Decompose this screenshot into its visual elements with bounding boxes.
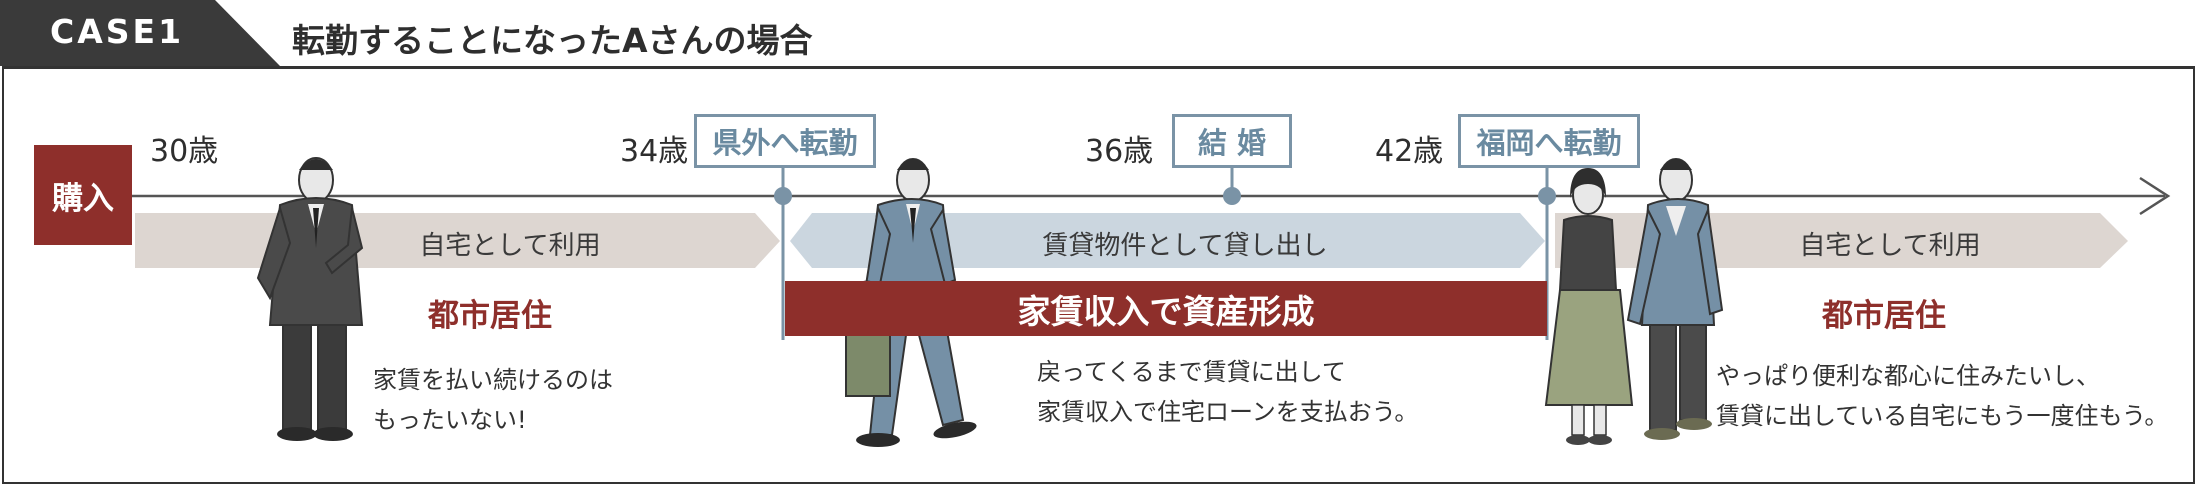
phase2-line1: 戻ってくるまで賃貸に出して: [1037, 358, 1346, 386]
event-transfer-out: 県外へ転勤: [694, 114, 876, 168]
band-own-use-2-label: 自宅として利用: [1799, 231, 1981, 261]
diagram-frame: [2, 66, 2195, 484]
marker-dot-42: [1538, 187, 1556, 205]
event-transfer-fukuoka: 福岡へ転勤: [1458, 114, 1640, 168]
age-42: 42歳: [1375, 134, 1444, 169]
marker-dot-34: [774, 187, 792, 205]
income-bar: 家賃収入で資産形成: [785, 281, 1547, 336]
phase3-line1: やっぱり便利な都心に住みたいし、: [1716, 362, 2100, 390]
event-marriage: 結 婚: [1172, 114, 1292, 168]
phase3-line2: 賃貸に出している自宅にもう一度住もう。: [1716, 402, 2169, 430]
marker-dot-36: [1223, 187, 1241, 205]
age-34: 34歳: [620, 134, 689, 169]
phase3-text: やっぱり便利な都心に住みたいし、 賃貸に出している自宅にもう一度住もう。: [1716, 356, 2168, 436]
phase2-line2: 家賃収入で住宅ローンを支払おう。: [1037, 398, 1419, 426]
timeline-arrowhead: [2139, 176, 2171, 216]
couple-figure: [1544, 158, 1724, 445]
phase1-line1: 家賃を払い続けるのは: [373, 366, 613, 394]
band-own-use-1-label: 自宅として利用: [419, 231, 601, 261]
phase1-text: 家賃を払い続けるのは もったいない!: [373, 360, 613, 440]
age-36: 36歳: [1085, 134, 1154, 169]
case-label: CASE1: [50, 12, 185, 51]
age-30: 30歳: [150, 134, 219, 169]
band-rental-label: 賃貸物件として貸し出し: [1042, 231, 1328, 261]
phase1-heading: 都市居住: [428, 298, 552, 334]
band-rental: [790, 213, 1545, 268]
phase3-heading: 都市居住: [1822, 298, 1946, 334]
phase2-text: 戻ってくるまで賃貸に出して 家賃収入で住宅ローンを支払おう。: [1037, 352, 1418, 432]
case-title: 転勤することになったAさんの場合: [292, 21, 813, 60]
purchase-marker: 購入: [34, 145, 132, 245]
phase1-line2: もったいない!: [373, 406, 527, 434]
man-standing-figure: [256, 157, 364, 441]
